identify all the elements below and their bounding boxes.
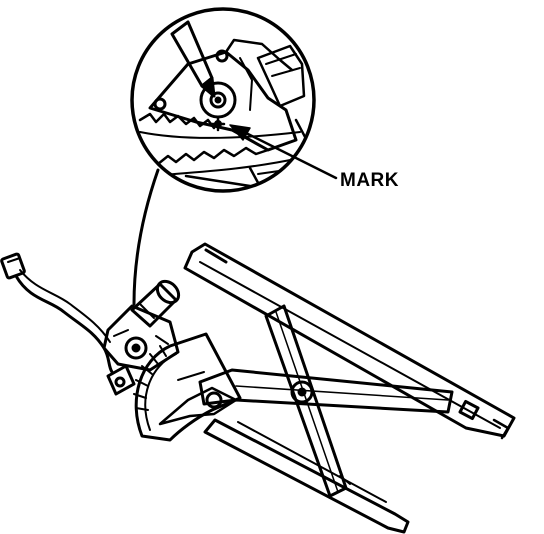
guide-rail — [183, 242, 516, 440]
wire-harness — [0, 252, 114, 374]
lens-leader-line — [132, 168, 160, 306]
lower-rail — [203, 418, 410, 534]
mark-callout-arrow — [229, 124, 338, 180]
scissor-arms — [198, 304, 454, 498]
detail-lens — [130, 7, 316, 193]
mark-label: MARK — [340, 170, 399, 191]
motor-assembly — [102, 279, 181, 396]
